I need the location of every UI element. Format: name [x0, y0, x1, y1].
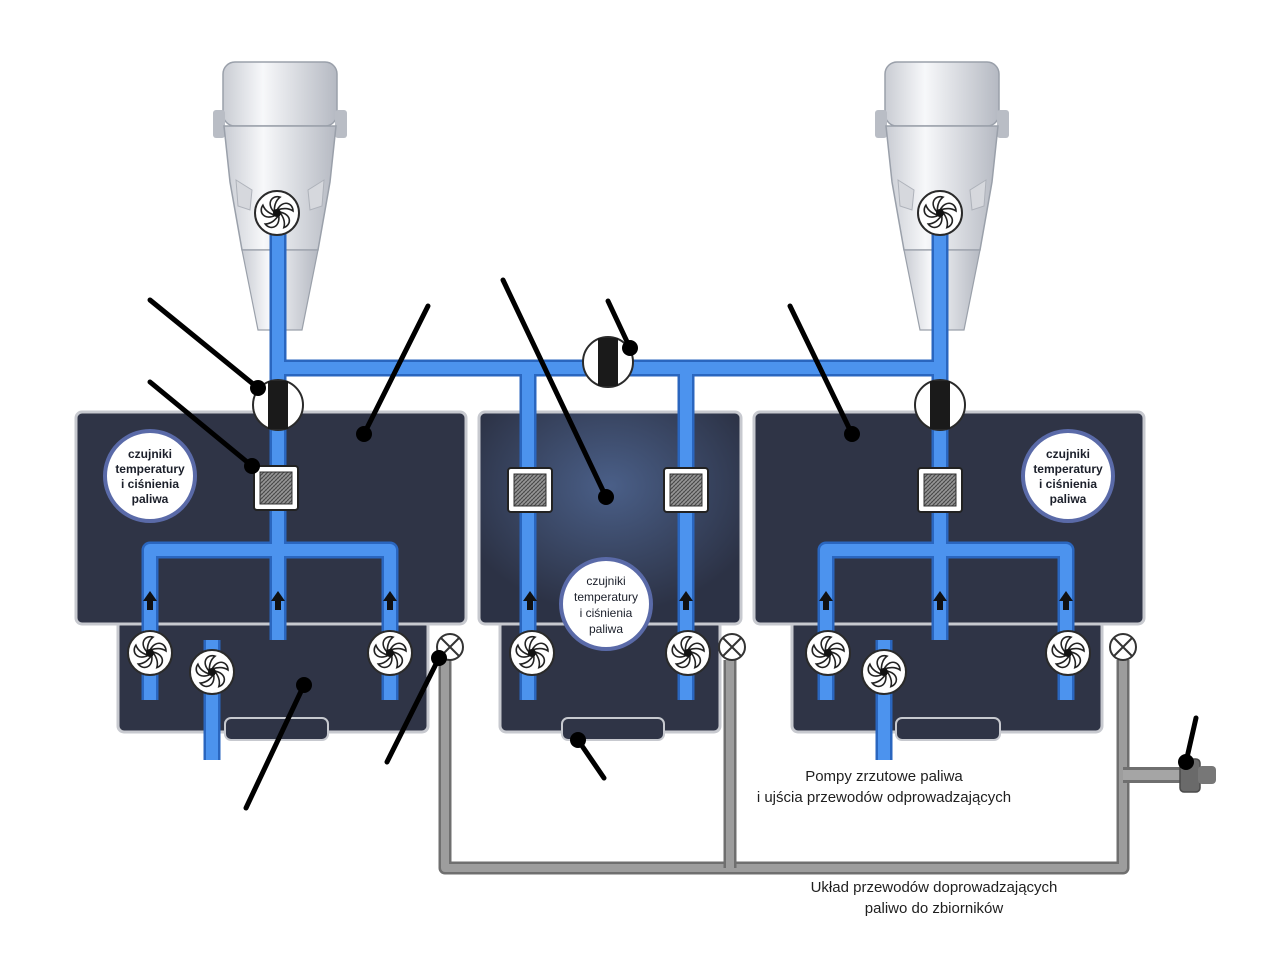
- sensor-line: paliwa: [132, 492, 169, 506]
- sensor-line: temperatury: [574, 590, 638, 604]
- tank-center: [477, 410, 743, 741]
- pump-icon: [861, 649, 907, 695]
- pump-icon: [1045, 630, 1091, 676]
- jettison-label-line-1: Pompy zrzutowe paliwa: [805, 768, 963, 785]
- leader-line: [356, 303, 431, 442]
- jettison-label-line-2: i ujścia przewodów odprowadzających: [757, 789, 1011, 806]
- sensor-line: i ciśnienia: [1039, 477, 1097, 491]
- sensor-line: czujniki: [128, 447, 172, 461]
- filter-left-icon: [253, 465, 299, 511]
- refuel-pipes: [438, 660, 1216, 875]
- filter-center-right-icon: [663, 467, 709, 513]
- sensor-right: czujniki temperatury i ciśnienia paliwa: [1021, 429, 1115, 523]
- leader-line: [243, 677, 312, 811]
- sensor-line: paliwa: [589, 622, 623, 636]
- refuel-label-line-2: paliwo do zbiorników: [865, 900, 1004, 917]
- leader-line: [787, 303, 860, 442]
- crossfeed-valve-center: [582, 336, 634, 388]
- jettison-label: Pompy zrzutowe paliwa i ujścia przewodów…: [757, 768, 1011, 806]
- refuel-label: Układ przewodów doprowadzających paliwo …: [811, 879, 1058, 917]
- pump-icon: [805, 630, 851, 676]
- sensor-center: czujniki temperatury i ciśnienia paliwa: [559, 557, 653, 651]
- filter-center-left-icon: [507, 467, 553, 513]
- pump-icon: [189, 649, 235, 695]
- sensor-line: czujniki: [1046, 447, 1090, 461]
- drain-valve-center-icon: [718, 633, 746, 661]
- pump-icon: [367, 630, 413, 676]
- drain-valve-right-icon: [1109, 633, 1137, 661]
- pump-icon: [127, 630, 173, 676]
- leader-line: [384, 650, 447, 765]
- leader-line: [605, 298, 638, 356]
- pump-icon: [665, 630, 711, 676]
- sensor-line: temperatury: [115, 462, 185, 476]
- sensor-line: i ciśnienia: [121, 477, 179, 491]
- leader-line: [147, 297, 266, 396]
- refuel-label-line-1: Układ przewodów doprowadzających: [811, 879, 1058, 896]
- leader-line: [147, 379, 260, 474]
- pump-icon: [509, 630, 555, 676]
- sensor-line: paliwa: [1050, 492, 1087, 506]
- crossfeed-valve-left: [252, 379, 304, 431]
- leader-lines: [147, 277, 1199, 811]
- engine-fan-right-icon: [917, 190, 963, 236]
- sensor-left: czujniki temperatury i ciśnienia paliwa: [103, 429, 197, 523]
- sensor-line: i ciśnienia: [580, 606, 633, 620]
- leader-line: [500, 277, 614, 505]
- crossfeed-valve-right: [914, 379, 966, 431]
- engine-fan-left-icon: [254, 190, 300, 236]
- filter-right-icon: [917, 467, 963, 513]
- sensor-line: czujniki: [586, 574, 625, 588]
- leader-line: [570, 732, 607, 781]
- sensor-line: temperatury: [1033, 462, 1103, 476]
- leader-line: [1178, 715, 1199, 770]
